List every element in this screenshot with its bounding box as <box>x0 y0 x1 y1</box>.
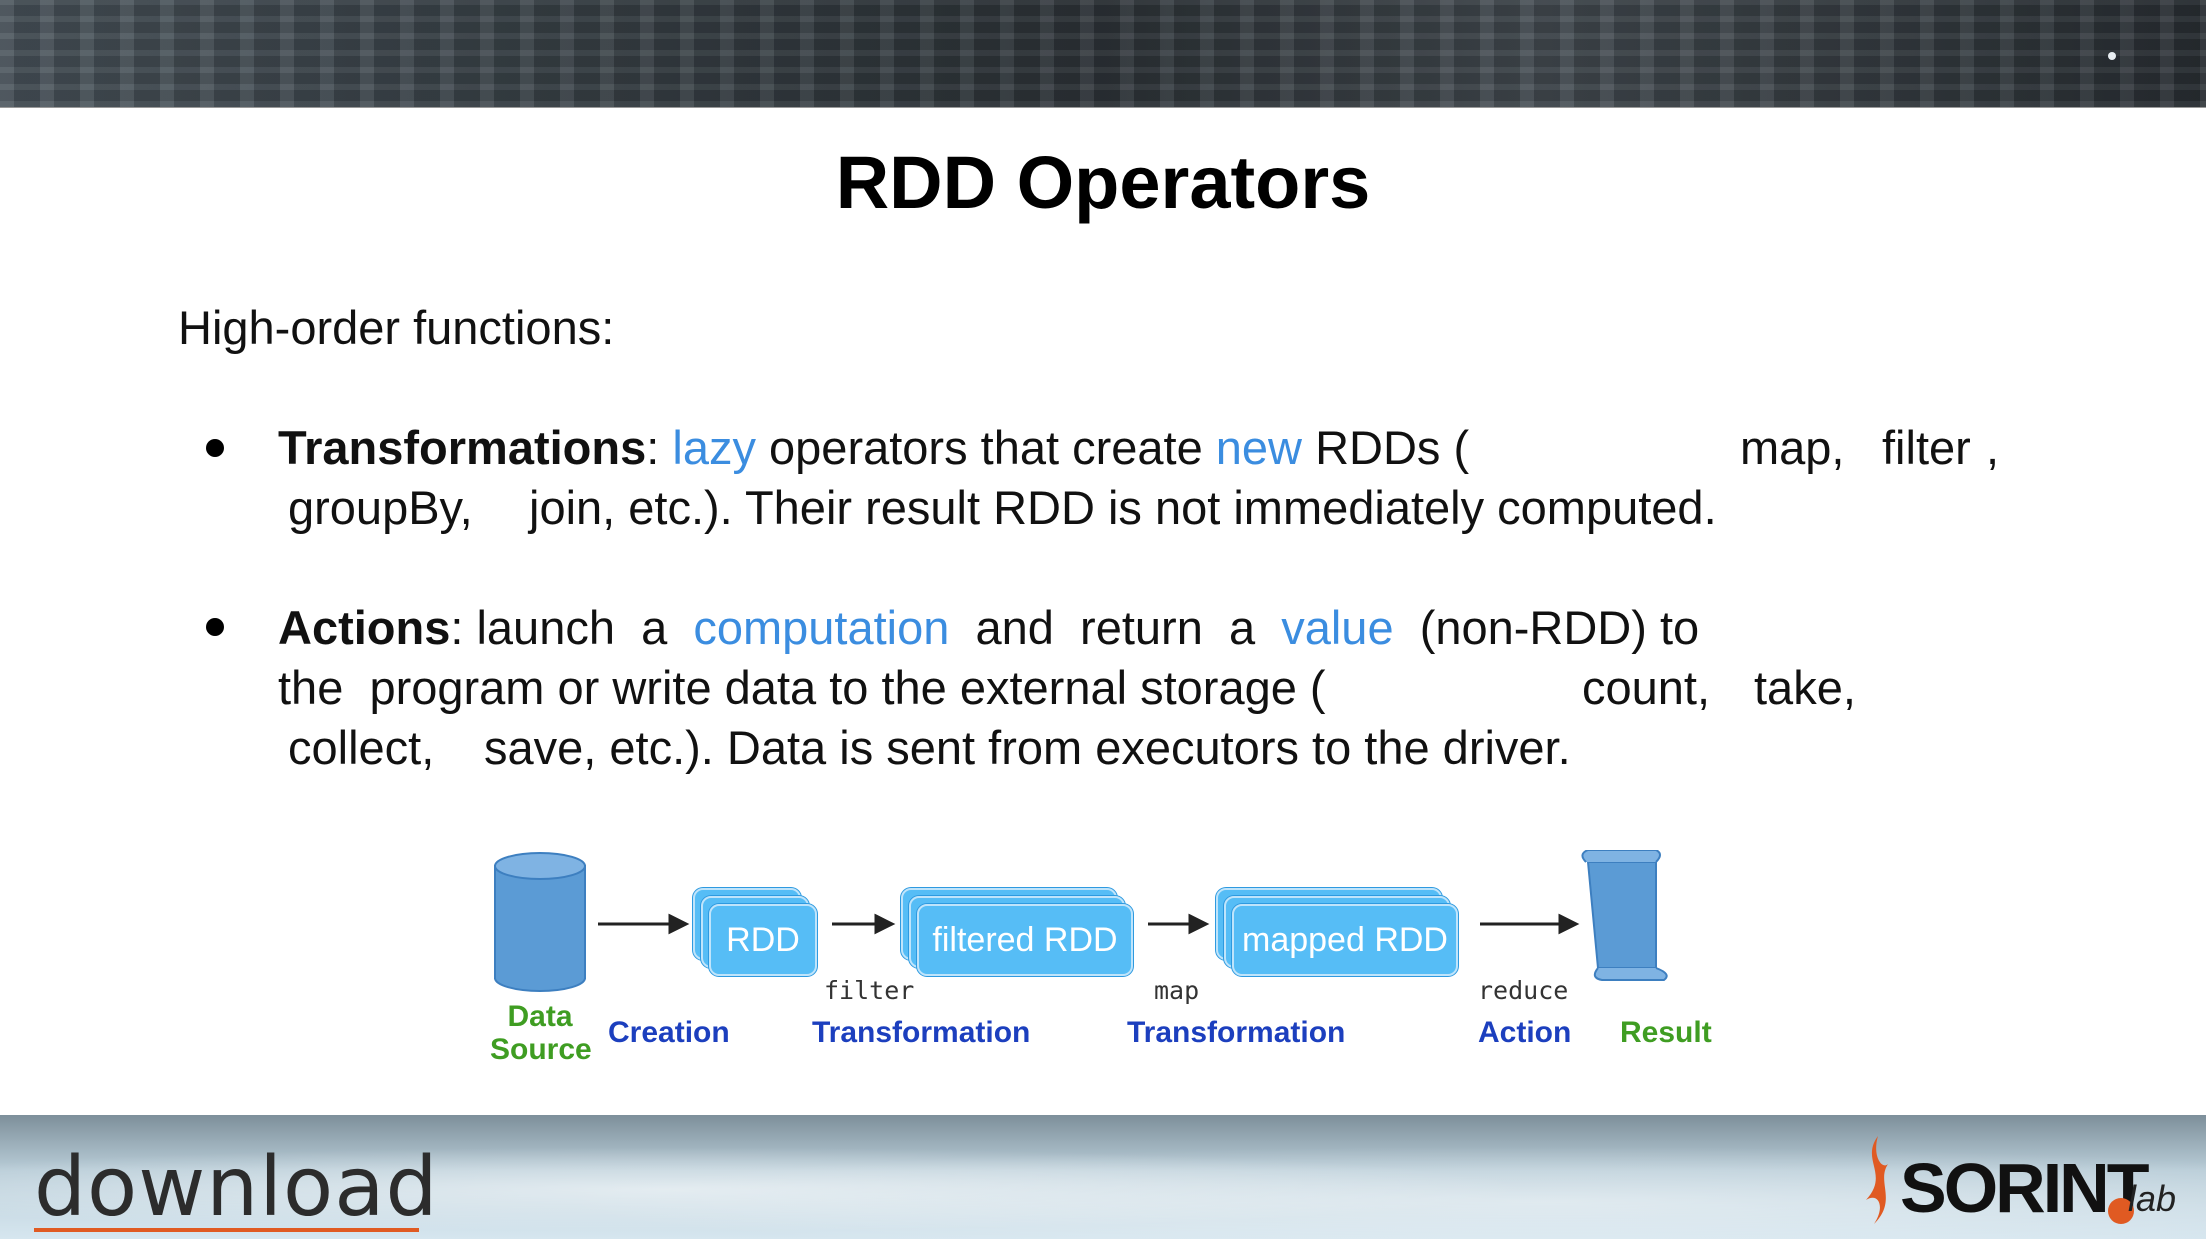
bullet-transformations-line2: join, etc.). Their result RDD is not imm… <box>529 481 1717 534</box>
sorint-flame-icon <box>1866 1136 1888 1224</box>
term-actions: Actions <box>278 601 451 654</box>
comma: , <box>1986 421 2000 474</box>
arrow-icon <box>598 913 690 935</box>
text-segment: : launch a <box>450 601 694 654</box>
mapped-rdd-node: mapped RDD <box>1232 904 1458 976</box>
term-transformations: Transformations <box>278 421 647 474</box>
text-segment: RDDs ( <box>1302 421 1470 474</box>
bullet-dot <box>206 618 224 636</box>
data-source-cylinder-icon <box>494 852 586 992</box>
result-document-icon <box>1581 850 1668 981</box>
highlight-new: new <box>1215 421 1303 474</box>
data-source-label: Data Source <box>490 1000 592 1066</box>
stage-action-label: Action <box>1478 1016 1572 1049</box>
separator: : <box>646 421 673 474</box>
filtered-rdd-node: filtered RDD <box>917 904 1133 976</box>
slide-title: RDD Operators <box>835 141 1371 224</box>
label-line: Data <box>507 1000 573 1033</box>
example-groupby: groupBy, <box>288 481 473 534</box>
text-segment: (non-RDD) to <box>1393 601 1700 654</box>
rdd-pipeline-diagram: RDD filtered RDD mapped RDD filter map r… <box>480 850 1720 1080</box>
bullet-actions-line2: the program or write data to the externa… <box>278 661 1326 714</box>
stage-creation-label: Creation <box>608 1016 730 1049</box>
sorint-logo: SORINT <box>1900 1149 2149 1227</box>
sorint-dot-icon <box>2108 1198 2134 1224</box>
label-line: Source <box>490 1033 592 1066</box>
op-map-label: map <box>1154 976 1200 1005</box>
diagram-graphics <box>494 850 1668 992</box>
text-segment: and return a <box>949 601 1282 654</box>
top-banner-image <box>0 0 2206 108</box>
example-collect: collect, <box>288 721 435 774</box>
result-label: Result <box>1620 1016 1712 1049</box>
rdd-node: RDD <box>709 904 817 976</box>
example-map: map, <box>1740 421 1845 474</box>
bullet-transformations-line1: Transformations: lazy operators that cre… <box>278 420 1469 475</box>
arrow-icon <box>1480 913 1580 935</box>
stage-transformation-label: Transformation <box>1127 1016 1346 1049</box>
example-take: take, <box>1754 661 1856 714</box>
download-logo: download <box>34 1140 439 1235</box>
highlight-value: value <box>1281 601 1394 654</box>
example-count: count, <box>1582 661 1711 714</box>
arrow-icon <box>1148 913 1210 935</box>
sorint-lab-suffix: lab <box>2128 1178 2177 1219</box>
highlight-lazy: lazy <box>672 421 756 474</box>
stage-transformation-label: Transformation <box>812 1016 1031 1049</box>
bullet-dot <box>206 439 224 457</box>
bottom-banner-image <box>0 1115 2206 1239</box>
text-segment: operators that create <box>755 421 1216 474</box>
op-reduce-label: reduce <box>1478 976 1569 1005</box>
op-filter-label: filter <box>824 976 915 1005</box>
arrow-icon <box>832 913 896 935</box>
highlight-computation: computation <box>693 601 950 654</box>
intro-text: High-order functions: <box>178 301 615 354</box>
bullet-actions-line3: save, etc.). Data is sent from executors… <box>484 721 1571 774</box>
example-filter: filter <box>1882 421 1971 474</box>
bullet-actions-line1: Actions: launch a computation and return… <box>278 600 1699 655</box>
download-logo-underline <box>34 1228 419 1232</box>
